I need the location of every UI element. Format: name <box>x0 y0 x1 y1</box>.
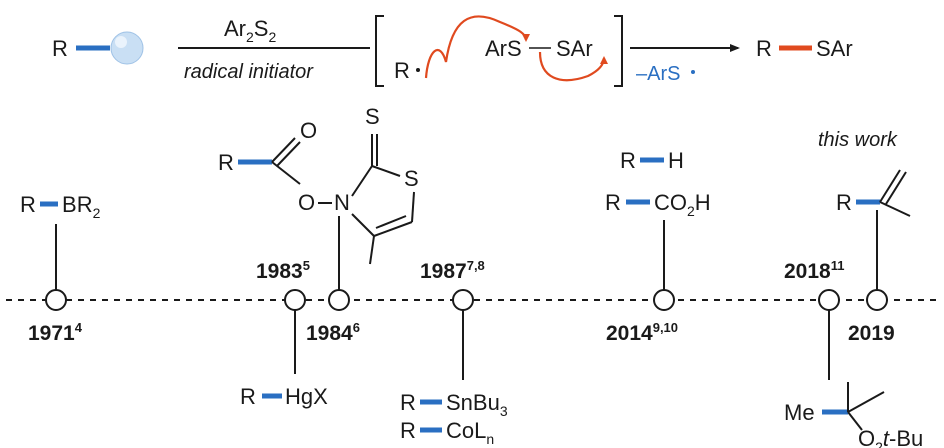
right-bracket <box>614 15 623 87</box>
acid-label: CO2H <box>654 190 711 219</box>
event-1971: R BR2 19714 <box>20 192 101 345</box>
ring-bond-3 <box>411 191 415 223</box>
timeline-node <box>284 289 306 311</box>
reaction-scheme: R Ar2S2 radical initiator R ArS SAr –ArS… <box>52 15 853 87</box>
reagent-formula: Ar2S2 <box>224 16 276 45</box>
event-2018: 201811 Me O2t-Bu <box>784 258 923 448</box>
label-r: R <box>218 150 234 175</box>
year-label: 19877,8 <box>420 258 485 283</box>
carbonyl-double <box>276 141 301 167</box>
conditions-text: radical initiator <box>184 61 314 83</box>
ester-o: O <box>298 190 315 215</box>
label-r: R <box>605 190 621 215</box>
me-label: Me <box>784 400 815 425</box>
label-r: R <box>620 148 636 173</box>
ring-s: S <box>404 166 419 191</box>
otbu-label: O2t-Bu <box>858 426 923 448</box>
year-label: 20149,10 <box>606 320 678 345</box>
methyl-bond <box>879 201 911 217</box>
radical-r: R <box>394 58 410 83</box>
event-1983: 19835 R HgX <box>240 258 328 409</box>
carbonyl-bond <box>271 137 296 163</box>
label-r: R <box>20 192 36 217</box>
byproduct-dot <box>691 70 695 74</box>
cobalt-label: CoLn <box>446 418 494 447</box>
disulfide-right: SAr <box>556 36 593 61</box>
alkene-double <box>885 171 907 205</box>
timeline-node <box>328 289 350 311</box>
timeline-node <box>818 289 840 311</box>
electron-arrow-2 <box>538 51 608 82</box>
ring-double <box>375 215 407 229</box>
carbonyl-o: O <box>300 118 317 143</box>
electron-arrow-1 <box>424 15 530 79</box>
ring-bond-2 <box>371 165 401 177</box>
event-2014: R H R CO2H 20149,10 <box>605 148 711 345</box>
event-1984: R O O N S S 19846 <box>218 104 419 345</box>
byproduct-text: –ArS <box>636 63 680 85</box>
left-bracket <box>375 15 384 87</box>
event-1987: 19877,8 R SnBu3 R CoLn <box>400 258 508 447</box>
label-r: R <box>400 390 416 415</box>
event-2019: this work R 2019 <box>818 129 911 345</box>
timeline-node <box>45 289 67 311</box>
product-sar: SAr <box>816 36 853 61</box>
ester-bond <box>271 161 301 185</box>
ring-bond-5 <box>351 213 375 237</box>
sphere-highlight <box>115 36 127 48</box>
product-r: R <box>756 36 772 61</box>
year-label: 19714 <box>28 320 83 345</box>
timeline-node <box>452 289 474 311</box>
substrate-r: R <box>52 36 68 61</box>
label-r: R <box>836 190 852 215</box>
h-label: H <box>668 148 684 173</box>
year-label: 19835 <box>256 258 310 283</box>
methyl-right <box>847 391 885 413</box>
timeline-node <box>866 289 888 311</box>
ring-bond-4 <box>373 221 413 237</box>
ring-bond-1 <box>351 165 373 197</box>
radical-dot <box>416 68 420 72</box>
c-o-bond <box>847 411 863 431</box>
tin-label: SnBu3 <box>446 390 508 419</box>
label-r: R <box>400 418 416 443</box>
this-work-label: this work <box>818 129 898 151</box>
disulfide-left: ArS <box>485 36 522 61</box>
thione-s: S <box>365 104 380 129</box>
year-label: 201811 <box>784 258 844 283</box>
methyl-bond <box>369 235 375 265</box>
hgx-label: HgX <box>285 384 328 409</box>
year-label: 19846 <box>306 320 360 345</box>
label-r: R <box>240 384 256 409</box>
radical-precursor-sphere <box>110 31 144 65</box>
borane-label: BR2 <box>62 192 101 221</box>
timeline-node <box>653 289 675 311</box>
year-label: 2019 <box>848 322 895 345</box>
alkene-bond <box>879 169 901 203</box>
thiazole-n: N <box>334 190 350 215</box>
